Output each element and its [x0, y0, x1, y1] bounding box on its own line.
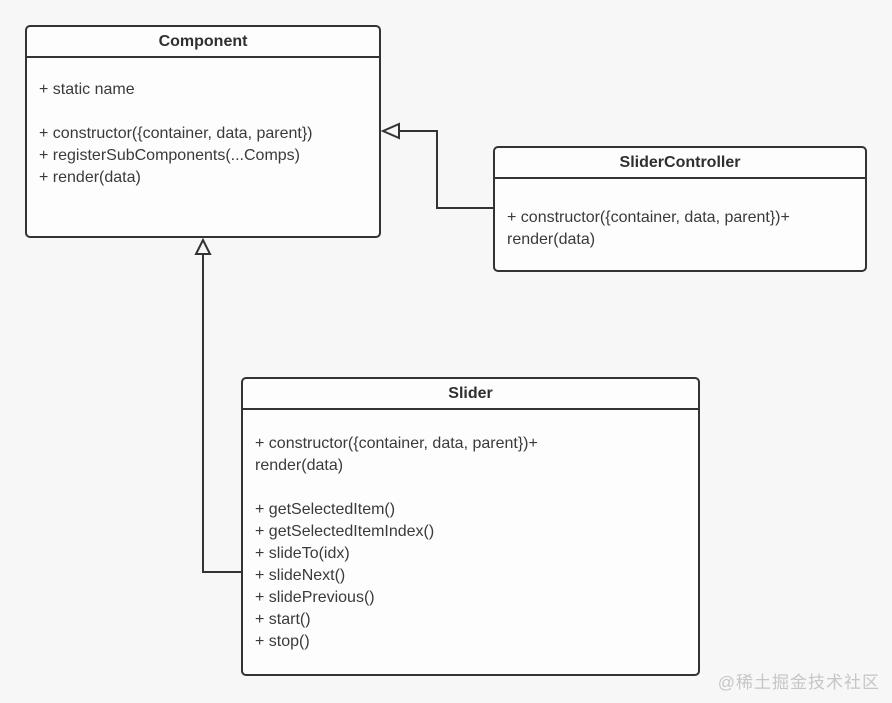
hollow-arrowhead-icon	[380, 122, 400, 140]
member-line: render(data)	[255, 457, 344, 474]
member-line: + getSelectedItem()	[255, 501, 396, 518]
class-members: + constructor({container, data, parent})…	[495, 179, 865, 251]
member-line: + stop()	[255, 633, 310, 650]
class-box-slidercontroller: SliderController + constructor({containe…	[493, 146, 867, 272]
class-title: Component	[27, 27, 379, 58]
class-box-component: Component + static name + constructor({c…	[25, 25, 381, 238]
class-members: + constructor({container, data, parent})…	[243, 410, 698, 653]
member-line: + constructor({container, data, parent})…	[255, 435, 538, 452]
member-line: + getSelectedItemIndex()	[255, 523, 435, 540]
member-line-blank	[255, 477, 686, 499]
member-line: + constructor({container, data, parent})…	[507, 209, 790, 226]
member-line: + static name	[39, 81, 135, 98]
member-line: + constructor({container, data, parent})	[39, 125, 313, 142]
class-title: Slider	[243, 379, 698, 410]
member-line: + slideNext()	[255, 567, 346, 584]
connector-slidercontroller-to-component	[380, 122, 493, 209]
member-line: + render(data)	[39, 169, 141, 186]
member-line-blank	[39, 101, 367, 123]
member-line: + registerSubComponents(...Comps)	[39, 147, 300, 164]
member-line: render(data)	[507, 231, 596, 248]
member-line: + start()	[255, 611, 311, 628]
watermark: @稀土掘金技术社区	[717, 673, 880, 692]
member-line: + slideTo(idx)	[255, 545, 350, 562]
hollow-arrowhead-icon	[194, 237, 212, 255]
class-title: SliderController	[495, 148, 865, 179]
member-line: + slidePrevious()	[255, 589, 375, 606]
class-members: + static name + constructor({container, …	[27, 58, 379, 189]
connector-slider-to-component	[194, 237, 241, 573]
class-box-slider: Slider + constructor({container, data, p…	[241, 377, 700, 676]
